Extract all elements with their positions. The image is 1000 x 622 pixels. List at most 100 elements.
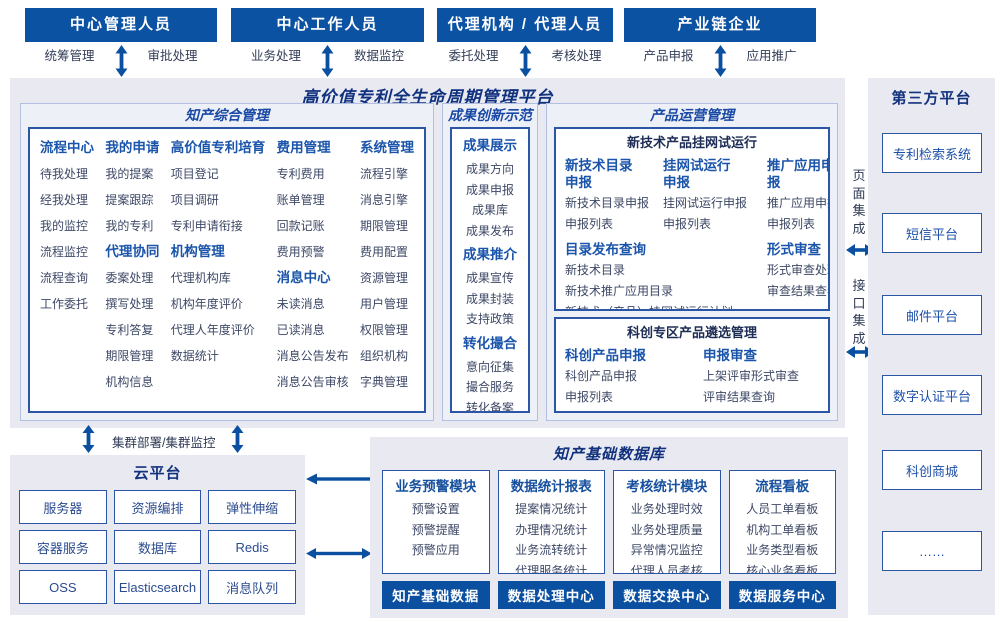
database-module-box: 流程看板 人员工单看板 机构工单看板 业务类型看板 核心业务看板 xyxy=(728,470,836,574)
menu-group: 成果展示 成果方向 成果申报 成果库 成果发布 xyxy=(452,132,528,241)
menu-item: 已读消息 xyxy=(276,323,325,337)
ip-database-title: 知产基础数据库 xyxy=(552,446,665,463)
section-product-operation: 产品运营管理 新技术产品挂网试运行 新技术目录 申报 新技术目录申报 申报列表 xyxy=(546,103,838,421)
third-party-system: 邮件平台 xyxy=(882,295,982,335)
role-title: 中心管理人员 xyxy=(25,8,217,42)
menu-item: 工作委托 xyxy=(40,297,89,311)
role-function-left: 产品申报 xyxy=(643,49,694,63)
menu-group-header: 系统管理 xyxy=(359,140,414,155)
menu-group-header: 成果展示 xyxy=(463,138,517,153)
menu-item: 成果宣传 xyxy=(465,271,514,285)
menu-group: 申报审查 上架评审形式审查 评审结果查询 xyxy=(703,344,819,408)
menu-item: 消息公告发布 xyxy=(276,349,349,363)
menu-group: 挂网试运行 申报 挂网试运行申报 申报列表 xyxy=(663,154,759,235)
role-function-right: 审批处理 xyxy=(147,49,198,63)
menu-group-header: 目录发布查询 xyxy=(565,242,646,257)
trial-run-box: 新技术产品挂网试运行 新技术目录 申报 新技术目录申报 申报列表 xyxy=(554,127,830,311)
menu-item: 期限管理 xyxy=(105,349,154,363)
third-party-title: 第三方平台 xyxy=(891,90,972,107)
third-party-system: 专利检索系统 xyxy=(882,133,982,173)
database-module-item: 代理服务统计 xyxy=(515,563,588,574)
menu-group-header: 机构管理 xyxy=(170,244,225,259)
role-group: 中心管理人员 统筹管理 审批处理 xyxy=(25,8,217,77)
selection-grid: 科创产品申报 科创产品申报 申报列表 申报审查 xyxy=(565,344,819,408)
menu-group-header: 形式审查 xyxy=(767,242,821,257)
menu-item: 新技术推广应用目录 xyxy=(565,284,674,298)
menu-item: 代理人年度评价 xyxy=(170,323,255,337)
cloud-service: 容器服务 xyxy=(19,530,107,564)
database-module-box: 业务预警模块 预警设置 预警提醒 预警应用 xyxy=(382,470,490,574)
menu-column: 我的申请 我的提案 提案跟踪 我的专利 代理协同 xyxy=(105,135,159,405)
menu-group-header: 费用管理 xyxy=(276,140,331,155)
database-module-item: 人员工单看板 xyxy=(746,502,819,516)
menu-column: 高价值专利培育 项目登记 项目调研 专利申请衔接 机构管理 xyxy=(171,135,266,405)
menu-group-header: 推广应用申报 xyxy=(767,158,830,190)
menu-group: 推广应用申报 推广应用申报 申报列表 xyxy=(767,154,830,235)
menu-item: 用户管理 xyxy=(359,297,408,311)
role-functions: 业务处理 数据监控 xyxy=(231,45,424,77)
ip-management-box: 流程中心 待我处理 经我处理 我的监控 流程监控 流程查询 xyxy=(28,127,426,413)
database-module-item: 业务处理时效 xyxy=(630,502,703,516)
menu-item: 新技术（产品）挂网试运行计划 xyxy=(565,302,733,309)
menu-item: 新技术目录申报 xyxy=(565,196,650,210)
cluster-label: 集群部署/集群监控 xyxy=(112,436,216,450)
cloud-service: OSS xyxy=(19,570,107,604)
menu-item: 挂网试运行申报 xyxy=(663,196,748,210)
menu-group-header: 转化撮合 xyxy=(463,335,517,351)
third-party-panel: 第三方平台 专利检索系统 短信平台 邮件平台 数字认证平台 科创商城 …… xyxy=(868,78,995,615)
role-function-right: 应用推广 xyxy=(746,49,797,63)
menu-item: 委案处理 xyxy=(105,271,154,285)
cloud-grid: 服务器 资源编排 弹性伸缩 容器服务 数据库 Redis OSS Elastic… xyxy=(10,483,305,604)
menu-group: 费用管理 专利费用 账单管理 回款记账 费用预警 xyxy=(277,135,349,265)
menu-item: 费用配置 xyxy=(359,245,408,259)
database-module-item: 异常情况监控 xyxy=(630,543,703,557)
menu-group-header: 挂网试运行 申报 xyxy=(663,158,731,190)
vertical-double-arrow-icon xyxy=(321,45,334,82)
role-function-right: 考核处理 xyxy=(551,49,602,63)
menu-item: 消息公告审核 xyxy=(276,375,349,389)
menu-group: 系统管理 流程引擎 消息引擎 期限管理 费用配置 资源管理 xyxy=(360,135,414,395)
role-function-right: 数据监控 xyxy=(354,49,405,63)
menu-item: 上架评审形式审查 xyxy=(703,369,800,383)
role-function-left: 委托处理 xyxy=(448,49,499,63)
cloud-service: Elasticsearch xyxy=(113,570,202,604)
section-innovation: 成果创新示范 成果展示 成果方向 成果申报 成果库 成果发布 xyxy=(442,103,538,421)
menu-group-header: 成果推介 xyxy=(463,247,517,262)
menu-item: 撮合服务 xyxy=(465,380,514,394)
menu-item: 消息引擎 xyxy=(359,193,408,207)
section-ip-title: 知产综合管理 xyxy=(185,107,269,123)
menu-item: 组织机构 xyxy=(359,349,408,363)
cloud-platform-title: 云平台 xyxy=(133,465,182,482)
section-product-title: 产品运营管理 xyxy=(650,107,734,123)
menu-item: 意向征集 xyxy=(465,359,514,374)
menu-group: 成果推介 成果宣传 成果封装 支持政策 xyxy=(452,241,528,330)
menu-item: 经我处理 xyxy=(40,193,89,207)
platform-panel: 高价值专利全生命周期管理平台 知产综合管理 流程中心 待我处理 经我处理 xyxy=(10,78,845,428)
third-party-system: 科创商城 xyxy=(882,450,982,490)
cloud-service: Redis xyxy=(208,530,296,564)
third-party-system: 短信平台 xyxy=(882,213,982,253)
menu-items: 推广应用申报 申报列表 xyxy=(767,193,828,235)
menu-item: 成果方向 xyxy=(465,162,514,176)
database-module-item: 机构工单看板 xyxy=(746,522,819,537)
menu-item: 流程查询 xyxy=(40,271,89,285)
menu-group: 目录发布查询 新技术目录 新技术推广应用目录 新技术（产品）挂网试运行计划 xyxy=(565,238,759,309)
menu-item: 专利申请衔接 xyxy=(170,219,243,233)
database-column: 考核统计模块 业务处理时效 业务处理质量 异常情况监控 代理人员考核 数据交换中… xyxy=(613,470,721,609)
third-party-system: …… xyxy=(882,531,982,571)
trial-run-grid: 新技术目录 申报 新技术目录申报 申报列表 挂网试运行 申报 xyxy=(565,154,828,309)
role-group: 产业链企业 产品申报 应用推广 xyxy=(624,8,816,77)
menu-item: 评审结果查询 xyxy=(703,390,776,404)
horizontal-double-arrow-icon xyxy=(846,345,874,364)
database-module-header: 考核统计模块 xyxy=(626,479,708,494)
cloud-service: 弹性伸缩 xyxy=(208,490,296,524)
database-center-bar: 数据交换中心 xyxy=(613,581,721,609)
role-title: 中心工作人员 xyxy=(231,8,424,42)
menu-items: 形式审查处理 审查结果查看 xyxy=(767,260,828,302)
role-functions: 统筹管理 审批处理 xyxy=(25,45,217,77)
menu-item: 项目调研 xyxy=(170,193,219,207)
menu-item: 转化备案 xyxy=(465,400,514,413)
horizontal-double-arrow-icon xyxy=(846,243,874,262)
menu-item: 成果封装 xyxy=(465,291,514,306)
menu-item: 提案跟踪 xyxy=(105,193,154,207)
